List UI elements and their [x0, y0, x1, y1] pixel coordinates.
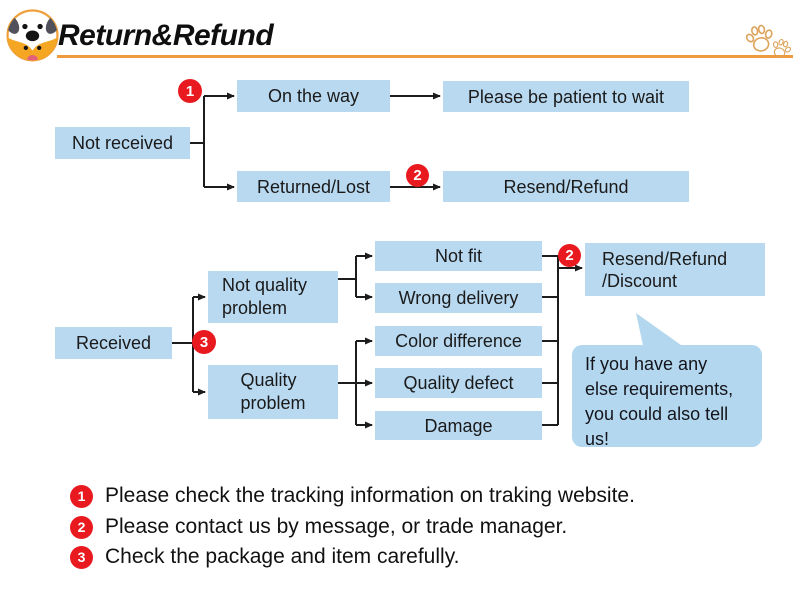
not-quality-line1: Not quality: [222, 275, 308, 295]
legend-badge-2: 2: [70, 515, 93, 539]
bubble-line2: else requirements,: [585, 379, 734, 399]
flow-box-returned-lost: Returned/Lost: [237, 171, 390, 202]
step-badge-3: 3: [192, 330, 216, 354]
quality-line2: problem: [240, 393, 306, 413]
resend-discount-line2: /Discount: [602, 270, 678, 291]
paw-prints-icon: [733, 12, 795, 65]
not-quality-line2: problem: [222, 298, 288, 318]
step-badge-2b: 2: [558, 244, 581, 267]
flow-box-damage: Damage: [375, 411, 542, 440]
flow-box-color-difference: Color difference: [375, 326, 542, 356]
flow-box-on-the-way: On the way: [237, 80, 390, 112]
flow-box-resend-refund: Resend/Refund: [443, 171, 689, 202]
flow-box-wrong-delivery: Wrong delivery: [375, 283, 542, 313]
bubble-line4: us!: [585, 429, 610, 449]
flow-box-quality-defect: Quality defect: [375, 368, 542, 398]
bubble-line3: you could also tell: [585, 404, 729, 424]
legend-item-2: 2 Please contact us by message, or trade…: [70, 515, 567, 539]
flow-box-resend-refund-discount: Resend/Refund /Discount: [585, 243, 765, 296]
flow-box-not-fit: Not fit: [375, 241, 542, 271]
legend-text-1: Please check the tracking information on…: [105, 484, 635, 507]
dog-logo-icon: [4, 6, 61, 68]
legend-item-1: 1 Please check the tracking information …: [70, 484, 635, 508]
legend-item-3: 3 Check the package and item carefully.: [70, 545, 459, 569]
step-badge-2: 2: [406, 164, 429, 187]
resend-discount-line1: Resend/Refund: [602, 248, 728, 269]
step-badge-1: 1: [178, 79, 202, 103]
quality-line1: Quality: [240, 370, 297, 390]
flow-box-received: Received: [55, 327, 172, 359]
legend-text-3: Check the package and item carefully.: [105, 545, 460, 568]
legend-badge-1: 1: [70, 484, 93, 508]
flow-box-not-received: Not received: [55, 127, 190, 159]
flow-box-not-quality-problem: Not quality problem: [208, 271, 338, 323]
bubble-line1: If you have any: [585, 354, 708, 374]
header-divider: [57, 55, 793, 58]
legend-badge-3: 3: [70, 545, 93, 569]
note-speech-bubble: If you have any else requirements, you c…: [572, 345, 762, 449]
flow-box-please-wait: Please be patient to wait: [443, 81, 689, 112]
flow-box-quality-problem: Quality problem: [208, 365, 338, 419]
legend-text-2: Please contact us by message, or trade m…: [105, 515, 568, 538]
page-title: Return&Refund: [58, 19, 274, 52]
